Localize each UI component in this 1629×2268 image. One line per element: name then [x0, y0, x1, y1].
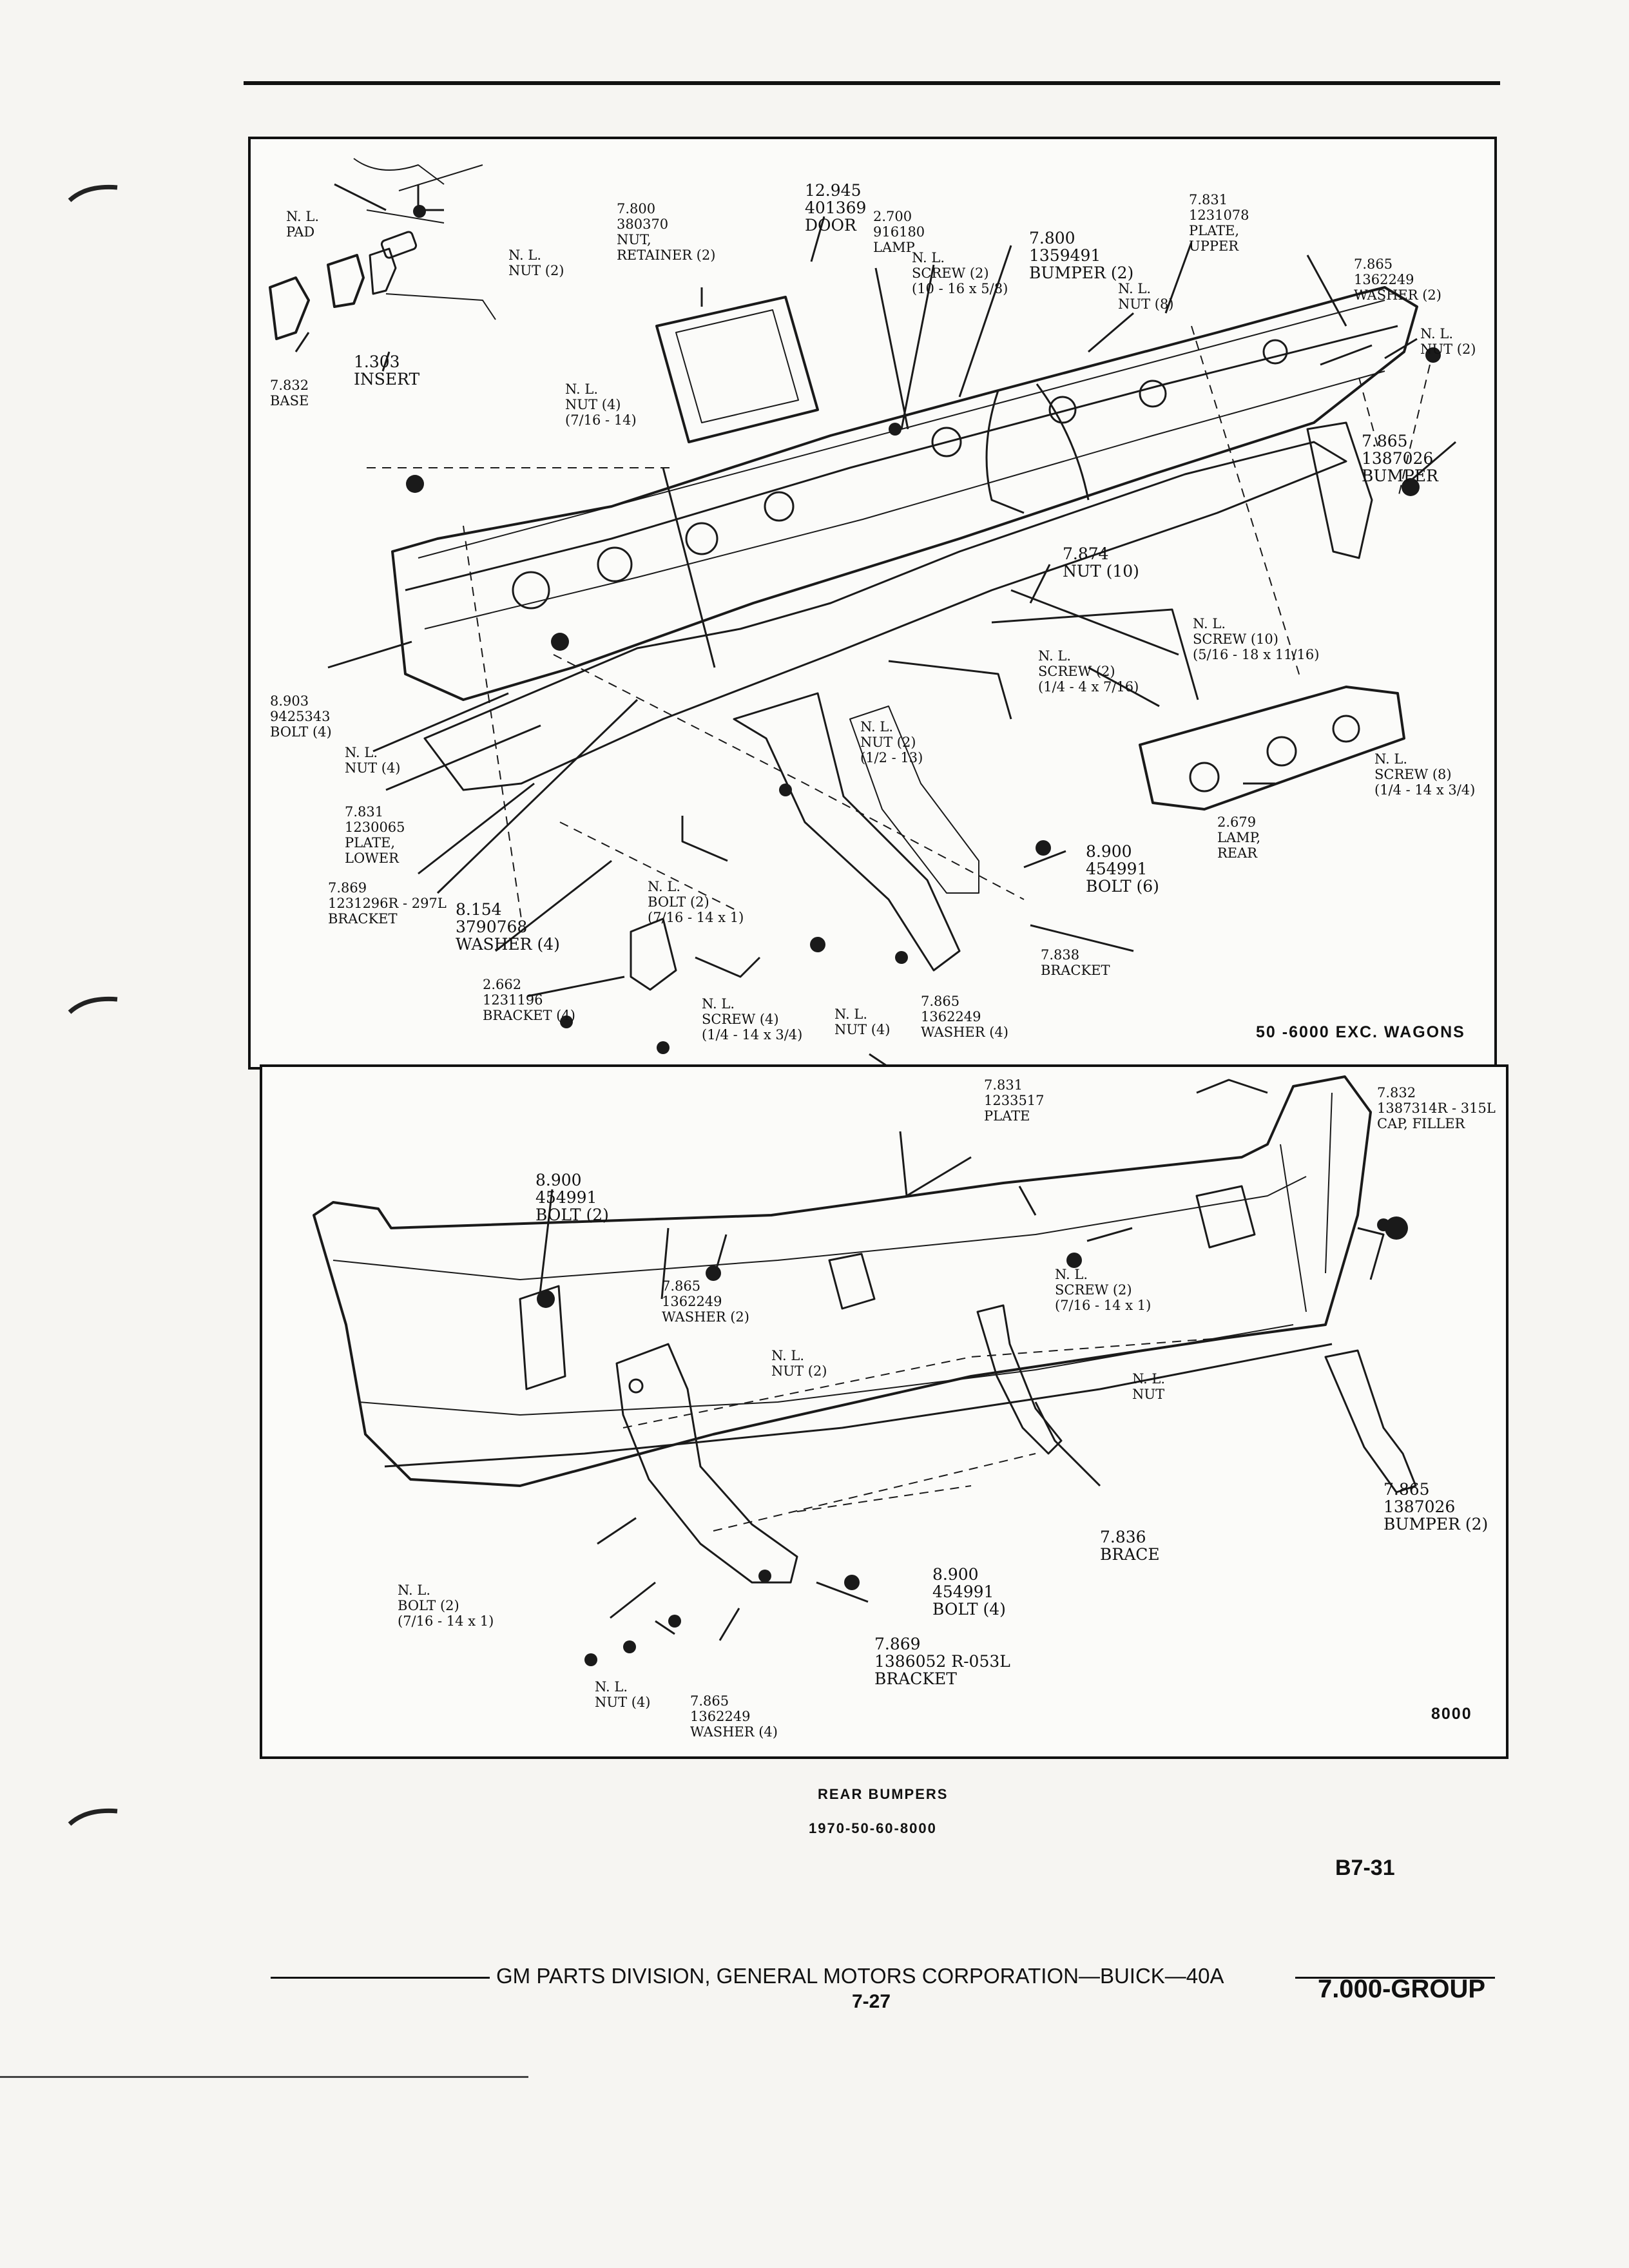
callout-washer-2: 7.865 1362249 WASHER (2) — [1354, 256, 1441, 303]
panel-tag-top: 50 -6000 EXC. WAGONS — [1256, 1023, 1465, 1041]
punch-hole-mark-3 — [68, 1808, 118, 1826]
callout-screw-4: N. L. SCREW (4) (1/4 - 14 x 3/4) — [702, 996, 803, 1043]
diagram-panel-bottom: 7.831 1233517 PLATE 7.832 1387314R - 315… — [260, 1064, 1509, 1759]
punch-hole-mark-2 — [68, 996, 118, 1014]
callout-screw-2-14: N. L. SCREW (2) (1/4 - 4 x 7/16) — [1038, 648, 1139, 695]
callout-base: 7.832 BASE — [270, 378, 309, 408]
callout-screw-2-b: N. L. SCREW (2) (7/16 - 14 x 1) — [1055, 1267, 1152, 1313]
callout-washer-3790768: 8.154 3790768 WASHER (4) — [456, 900, 560, 954]
callout-washer-4-b: 7.865 1362249 WASHER (4) — [690, 1693, 778, 1740]
callout-bumper-2-b: 7.865 1387026 BUMPER (2) — [1383, 1480, 1489, 1533]
callout-screw-10: N. L. SCREW (10) (5/16 - 18 x 11/16) — [1193, 616, 1320, 662]
caption-years: 1970-50-60-8000 — [809, 1820, 937, 1836]
callout-screw-10-16: N. L. SCREW (2) (10 - 16 x 5/8) — [912, 250, 1008, 296]
section-code: B7-31 — [1335, 1856, 1395, 1880]
callout-bolt-2-716: N. L. BOLT (2) (7/16 - 14 x 1) — [648, 879, 744, 925]
callout-retainer: 7.800 380370 NUT, RETAINER (2) — [617, 201, 716, 263]
callout-plate-1233517: 7.831 1233517 PLATE — [984, 1077, 1045, 1124]
callout-bracket-7838: 7.838 BRACKET — [1041, 947, 1110, 978]
callout-nut-2-13: N. L. NUT (2) (1/2 - 13) — [860, 719, 923, 765]
callout-nut-top-left: N. L. NUT (2) — [508, 247, 564, 278]
diagram-panel-top: N. L. PAD N. L. NUT (2) 7.832 BASE 1.303… — [248, 137, 1497, 1070]
callout-bracket-1231296: 7.869 1231296R - 297L BRACKET — [328, 880, 447, 927]
callout-washer-4-lower: 7.865 1362249 WASHER (4) — [921, 994, 1008, 1040]
callout-plate-upper: 7.831 1231078 PLATE, UPPER — [1189, 192, 1249, 254]
callout-nut-b: N. L. NUT — [1132, 1371, 1166, 1402]
group-label: 7.000-GROUP — [1318, 1975, 1486, 2003]
callout-screw-8: N. L. SCREW (8) (1/4 - 14 x 3/4) — [1374, 751, 1476, 798]
callout-cap-filler: 7.832 1387314R - 315L CAP, FILLER — [1377, 1085, 1496, 1131]
rear-bumper-8000-drawing — [313, 1075, 1417, 1666]
callout-bracket-1231196: 2.662 1231196 BRACKET (4) — [483, 977, 575, 1023]
callout-nut-4-716: N. L. NUT (4) (7/16 - 14) — [565, 381, 637, 428]
callout-bumper-1387026: 7.865 1387026 BUMPER — [1362, 432, 1438, 485]
callout-pad: N. L. PAD — [286, 209, 320, 240]
callout-bolt-4-454991: 8.900 454991 BOLT (4) — [932, 1565, 1006, 1619]
footer-text: GM PARTS DIVISION, GENERAL MOTORS CORPOR… — [496, 1964, 1224, 1988]
callout-insert: 1.303 INSERT — [354, 352, 420, 389]
footer-rule-left — [271, 1977, 490, 1979]
callout-washer-2-b: 7.865 1362249 WASHER (2) — [662, 1278, 749, 1325]
callout-bolt-9425343: 8.903 9425343 BOLT (4) — [270, 693, 332, 740]
callout-bolt-2-716-b: N. L. BOLT (2) (7/16 - 14 x 1) — [398, 1582, 494, 1629]
callout-nut-4-lower: N. L. NUT (4) — [834, 1006, 891, 1037]
rear-bumper-exploded-drawing — [269, 158, 1456, 1067]
callout-bumper-1359491: 7.800 1359491 BUMPER (2) — [1029, 229, 1134, 282]
callout-nut-4-left: N. L. NUT (4) — [345, 745, 401, 776]
top-rule — [244, 81, 1500, 85]
footer-rule-right — [1295, 1977, 1495, 1979]
callout-bolt-454991-6: 8.900 454991 BOLT (6) — [1086, 842, 1159, 896]
caption-title: REAR BUMPERS — [818, 1786, 949, 1802]
callout-nut-2-right: N. L. NUT (2) — [1420, 326, 1476, 357]
callout-brace: 7.836 BRACE — [1100, 1528, 1160, 1564]
callout-plate-lower: 7.831 1230065 PLATE, LOWER — [345, 804, 405, 866]
callout-lamp-rear: 2.679 LAMP, REAR — [1217, 814, 1261, 861]
callout-bolt-2-454991: 8.900 454991 BOLT (2) — [535, 1171, 609, 1224]
bottom-edge-rule — [0, 2076, 528, 2078]
footer-page: 7-27 — [852, 1991, 891, 2012]
punch-hole-mark-1 — [68, 184, 118, 202]
callout-nut-2-b: N. L. NUT (2) — [771, 1348, 827, 1379]
callout-door: 12.945 401369 DOOR — [805, 181, 867, 235]
callout-lamp: 2.700 916180 LAMP — [873, 209, 925, 255]
panel-tag-bottom: 8000 — [1431, 1705, 1472, 1723]
callout-bracket-1386052: 7.869 1386052 R-053L BRACKET — [874, 1635, 1010, 1688]
callout-nut-4-b: N. L. NUT (4) — [595, 1679, 651, 1710]
callout-nut-10: 7.874 NUT (10) — [1063, 544, 1139, 581]
callout-nut-8: N. L. NUT (8) — [1118, 281, 1174, 312]
